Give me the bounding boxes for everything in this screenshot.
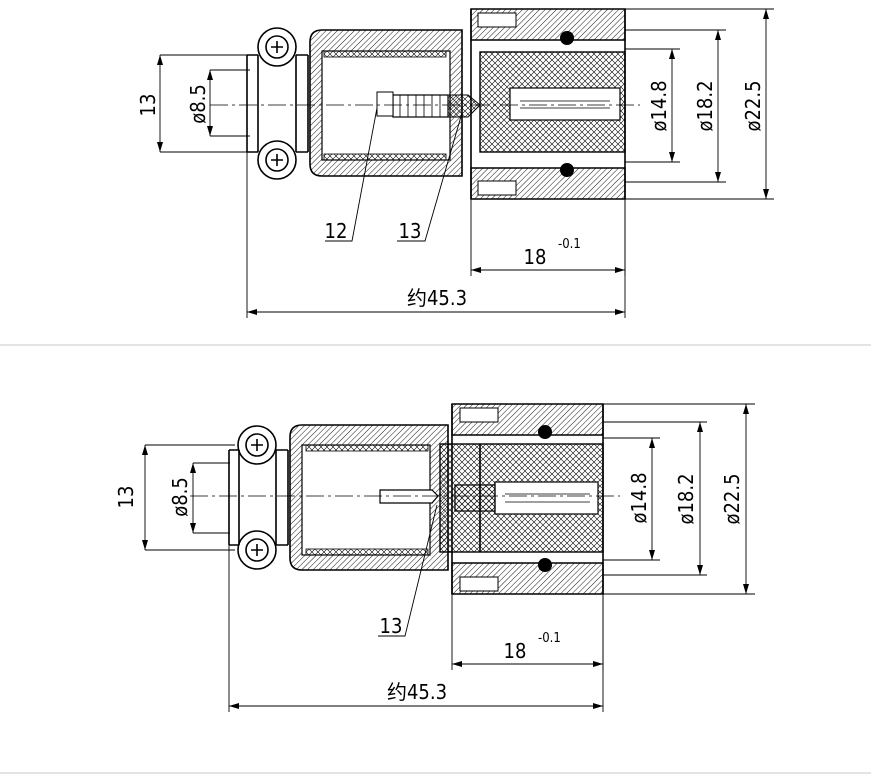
cable-clamp (228, 449, 289, 546)
dim-height-label: 13 (114, 486, 138, 509)
dim-dia-large: ø22.5 (625, 8, 774, 200)
dim-height: 13 (114, 444, 235, 551)
dim-nut-tolerance-label: -0.1 (558, 237, 581, 252)
dim-dia-mid-label: ø18.2 (674, 473, 698, 524)
dim-cable-dia: ø8.5 (168, 462, 230, 534)
callout-13-label: 13 (380, 614, 403, 638)
clamp-screw-top (257, 27, 297, 67)
dim-dia-large-label: ø22.5 (741, 80, 765, 131)
dim-height: 13 (136, 54, 250, 153)
dim-total-length-label: 约45.3 (407, 286, 467, 310)
dim-dia-mid-label: ø18.2 (693, 80, 717, 131)
dim-nut-tolerance-label: -0.1 (538, 631, 561, 646)
o-ring-top (538, 425, 552, 439)
connector-drawing-2: 13 ø8.5 ø14.8 ø18.2 ø22.5 18 -0.1 (114, 403, 755, 712)
dim-dia-small: ø14.8 (603, 437, 660, 561)
contact-pin (379, 484, 496, 512)
dim-dia-small-label: ø14.8 (647, 80, 671, 131)
clamp-screw-top (237, 425, 277, 465)
clamp-screw-bottom (257, 140, 297, 180)
dim-dia-small-label: ø14.8 (627, 472, 651, 523)
dim-cable-dia-label: ø8.5 (168, 477, 192, 517)
clamp-screw-bottom (237, 530, 277, 570)
dim-total-length: 约45.3 (228, 545, 604, 712)
callout-12: 12 (325, 107, 378, 243)
o-ring-bottom (538, 558, 552, 572)
back-shell (289, 424, 449, 571)
callout-13: 13 (378, 504, 438, 638)
callout-13-label: 13 (399, 219, 422, 243)
dim-total-length: 约45.3 (246, 152, 626, 318)
dim-dia-large: ø22.5 (603, 403, 755, 595)
dim-height-label: 13 (136, 94, 160, 117)
contact-insert (479, 51, 626, 153)
o-ring-top (560, 31, 574, 45)
coupling-nut (451, 403, 604, 595)
cable-clamp (246, 54, 309, 153)
dim-total-length-label: 约45.3 (387, 680, 447, 704)
callout-13: 13 (397, 112, 463, 243)
dim-cable-dia-label: ø8.5 (186, 84, 210, 124)
contact-pin (376, 91, 481, 118)
dim-dia-mid: ø18.2 (603, 421, 707, 576)
dim-nut-length: 18 -0.1 (451, 594, 604, 670)
dim-nut-length-label: 18 (524, 245, 547, 269)
o-ring-bottom (560, 163, 574, 177)
dim-nut-length-label: 18 (504, 639, 527, 663)
dim-dia-small: ø14.8 (625, 48, 680, 163)
dim-nut-length: 18 -0.1 (470, 199, 626, 276)
dim-dia-mid: ø18.2 (625, 29, 726, 183)
callout-12-label: 12 (325, 219, 348, 243)
dim-dia-large-label: ø22.5 (720, 473, 744, 524)
dim-cable-dia: ø8.5 (186, 69, 250, 137)
connector-drawing-1: 13 ø8.5 ø14.8 ø18.2 ø22.5 18 -0.1 (136, 8, 774, 318)
